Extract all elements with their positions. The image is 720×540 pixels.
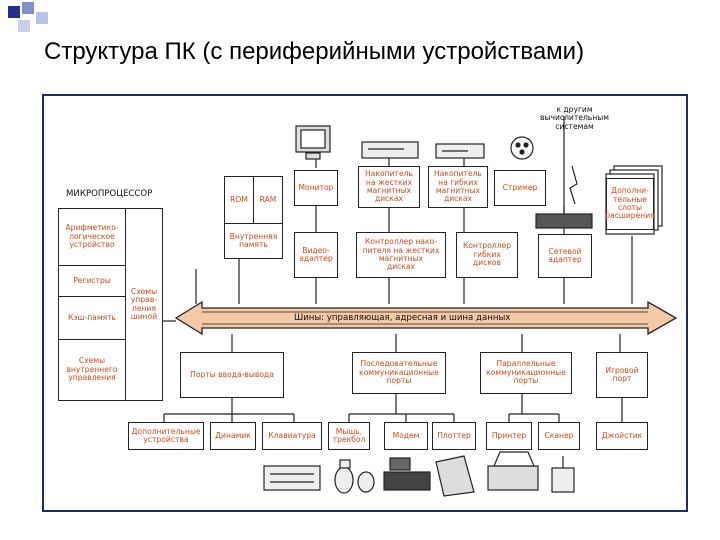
joystick-box: Джойстик — [596, 422, 648, 450]
microprocessor-label: МИКРОПРОЦЕССОР — [66, 189, 153, 199]
mouse-box: Мышь, трекбол — [328, 422, 370, 450]
network-adapter-box: Сетевой адаптер — [538, 234, 592, 278]
streamer-icon — [510, 136, 534, 160]
hdd-controller-box: Контроллер нако- пителя на жестких магни… — [356, 232, 446, 278]
registers-box: Регистры — [58, 265, 126, 297]
to-other-computers-label: к другим вычислительным системам — [540, 105, 609, 131]
decor-square-3 — [36, 12, 48, 24]
network-lightning-icon — [569, 165, 578, 205]
streamer-box: Стример — [494, 170, 546, 206]
cache-box: Кэш-память — [58, 296, 126, 340]
printer-box: Принтер — [486, 422, 532, 450]
video-adapter-box: Видео- адаптер — [294, 232, 338, 278]
alu-box: Арифметико- логическое устройство — [58, 208, 126, 266]
expansion-slots-box: Дополни- тельные слоты расширения — [605, 178, 655, 230]
bus-control-box: Схемы управ- ления шиной — [125, 208, 163, 401]
fdd-controller-box: Контроллер гибких дисков — [456, 232, 518, 278]
scanner-box: Сканер — [538, 422, 580, 450]
network-hub-icon — [535, 213, 593, 229]
game-port-box: Игровой порт — [596, 352, 648, 398]
bus-label: Шины: управляющая, адресная и шина данны… — [294, 313, 511, 323]
ram-box: RAM — [253, 176, 283, 224]
modem-icon — [383, 457, 431, 491]
additional-devices-box: Дополнительные устройства — [128, 422, 204, 450]
modem-box: Модем — [384, 422, 428, 450]
slide-title: Структура ПК (с периферийными устройства… — [44, 38, 585, 65]
keyboard-box: Клавиатура — [262, 422, 322, 450]
keyboard-icon — [263, 465, 321, 491]
serial-ports-box: Последовательные коммуникационные порты — [352, 352, 446, 394]
plotter-box: Плоттер — [432, 422, 476, 450]
decor-square-2 — [22, 2, 34, 14]
joystick-icon — [551, 456, 575, 493]
internal-control-box: Схемы внутреннего управления — [58, 339, 126, 401]
monitor-icon — [295, 125, 331, 160]
internal-memory-box: Внутренняя память — [224, 223, 283, 259]
decor-square-4 — [18, 20, 30, 32]
hdd-icon — [361, 141, 419, 159]
monitor-box: Монитор — [294, 170, 338, 206]
decor-square-1 — [8, 6, 20, 18]
system-bus-arrow — [174, 300, 678, 336]
speaker-box: Динамик — [210, 422, 256, 450]
rom-box: ROM — [224, 176, 254, 224]
parallel-ports-box: Параллельные коммуникационные порты — [480, 352, 572, 394]
printer-icon — [487, 451, 539, 491]
hdd-box: Накопитель на жестких магнитных дисках — [358, 166, 420, 208]
fdd-icon — [435, 143, 485, 159]
pc-structure-diagram: МИКРОПРОЦЕССОР к другим вычислительным с… — [44, 96, 686, 510]
mouse-icon — [334, 466, 375, 494]
plotter-icon — [435, 455, 475, 497]
io-ports-box: Порты ввода-вывода — [180, 352, 284, 398]
fdd-box: Накопитель на гибких магнитных дисках — [428, 166, 488, 208]
speaker-icon — [339, 459, 351, 469]
